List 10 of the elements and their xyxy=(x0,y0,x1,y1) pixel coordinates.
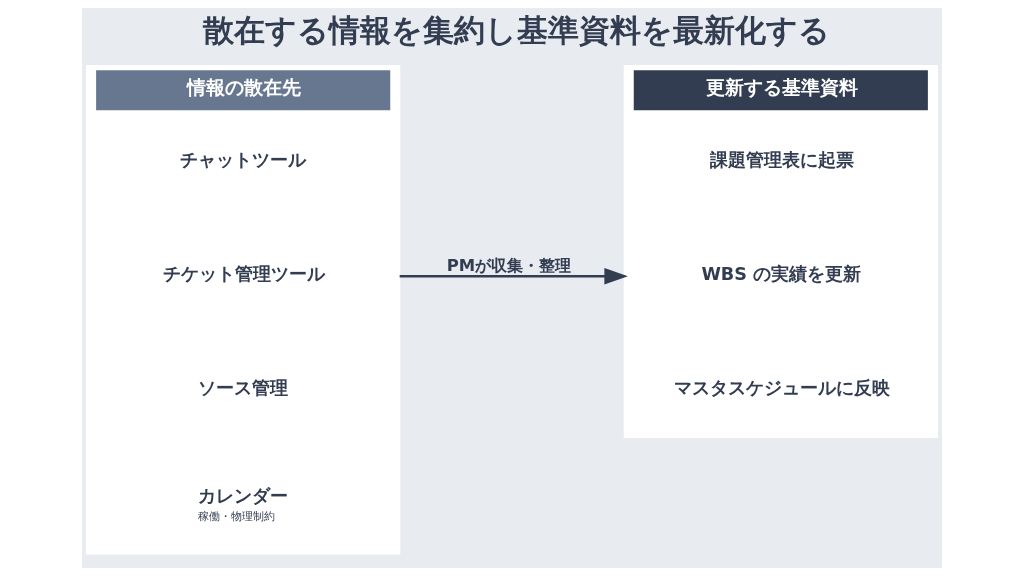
arrow xyxy=(399,268,628,285)
diagram-title: 散在する情報を集約し基準資料を最新化する xyxy=(202,12,830,48)
node-text: カレンダー 稼働・物理制約 xyxy=(197,486,288,522)
node-text: ソース管理 xyxy=(197,377,288,398)
node-text: チャットツール xyxy=(180,149,307,170)
node-text: チケット管理ツール xyxy=(162,263,325,284)
edge-label: PMが収集・整理 xyxy=(446,255,572,275)
node-text: 課題管理表に起票 xyxy=(709,149,854,170)
node-text: WBS の実績を更新 xyxy=(701,263,862,284)
node-text: マスタスケジュールに反映 xyxy=(674,377,891,398)
